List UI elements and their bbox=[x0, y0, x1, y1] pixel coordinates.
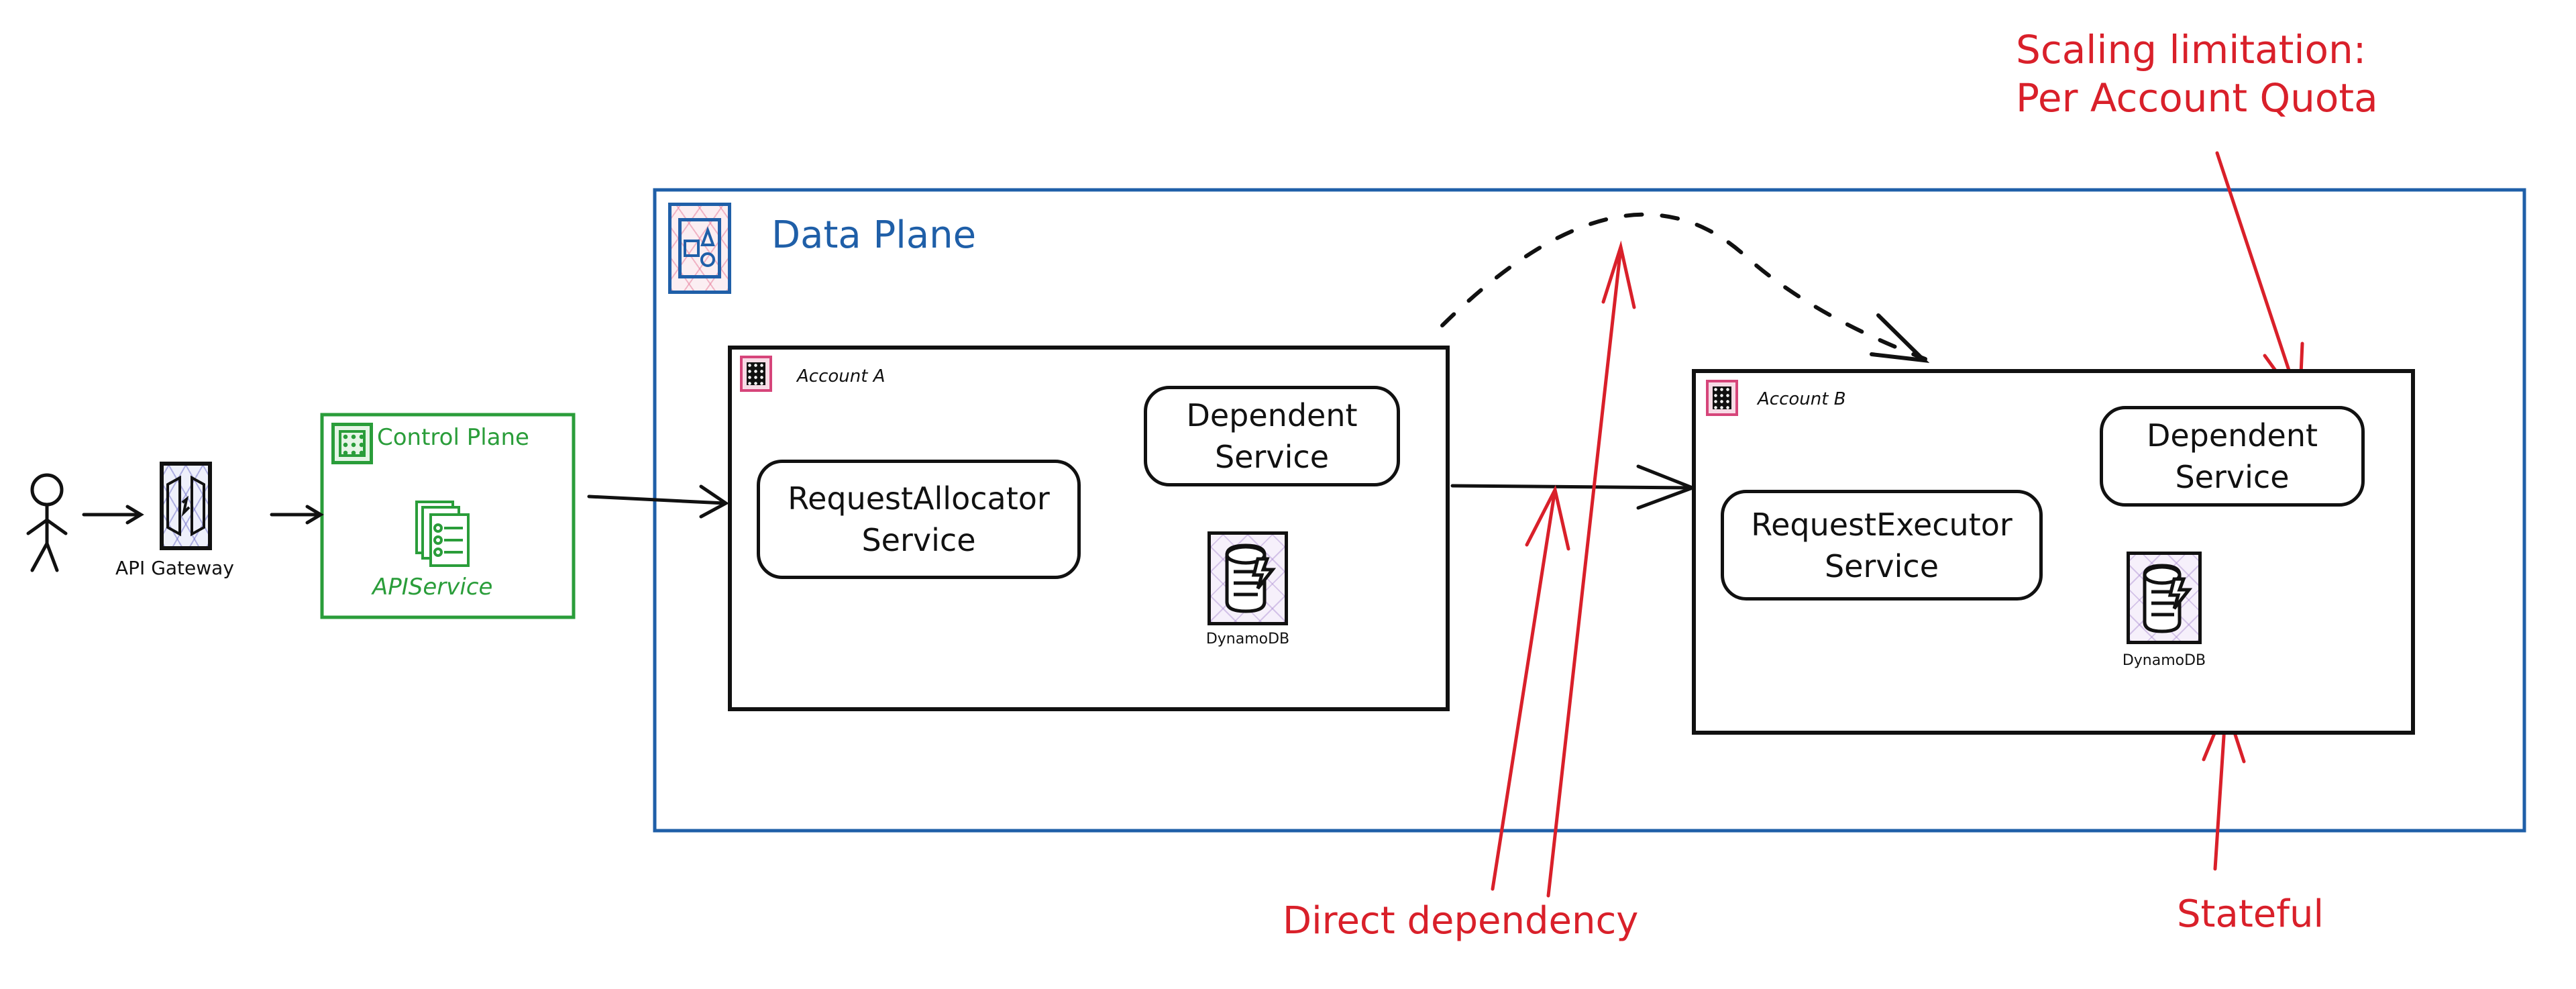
account-a-title: Account A bbox=[797, 366, 885, 386]
dashed-arrow-account-a-to-account-b bbox=[1440, 212, 1930, 363]
request-allocator-service-line1: RequestAllocator bbox=[788, 480, 1050, 517]
api-service-label: APIService bbox=[372, 574, 493, 601]
api-service-icon bbox=[415, 501, 470, 567]
request-executor-service-line1: RequestExecutor bbox=[1751, 506, 2012, 543]
annotation-scaling-limitation: Scaling limitation: Per Account Quota bbox=[2016, 25, 2378, 122]
data-plane-title: Data Plane bbox=[771, 213, 977, 257]
arrow-user-to-gateway bbox=[82, 505, 144, 525]
data-plane-icon bbox=[668, 203, 731, 294]
account-b-icon bbox=[1706, 380, 1738, 416]
dynamodb-icon bbox=[2143, 564, 2193, 633]
annotation-stateful: Stateful bbox=[2177, 892, 2324, 936]
account-b-title: Account B bbox=[1758, 389, 1846, 409]
request-executor-service[interactable]: RequestExecutor Service bbox=[1721, 490, 2043, 601]
dependent-service-a[interactable]: Dependent Service bbox=[1144, 386, 1400, 486]
dynamodb-b-label: DynamoDB bbox=[2122, 652, 2206, 669]
control-plane-frame bbox=[320, 413, 576, 619]
annotation-arrow-direct-dependency-1 bbox=[1491, 484, 1570, 891]
request-executor-service-line2: Service bbox=[1824, 548, 1939, 584]
request-allocator-service-line2: Service bbox=[861, 522, 976, 558]
request-allocator-service[interactable]: RequestAllocator Service bbox=[757, 460, 1081, 579]
control-plane-icon bbox=[331, 423, 373, 464]
dependent-service-a-line1: Dependent bbox=[1186, 397, 1358, 433]
annotation-arrow-direct-dependency-2 bbox=[1546, 240, 1636, 898]
control-plane-title: Control Plane bbox=[377, 424, 529, 451]
data-plane-frame bbox=[653, 188, 2526, 833]
dynamodb-icon bbox=[1225, 543, 1277, 613]
arrow-account-a-to-account-b bbox=[1450, 464, 1697, 510]
dynamodb-a[interactable] bbox=[1208, 531, 1288, 625]
dependent-service-b-line2: Service bbox=[2175, 459, 2290, 495]
dynamodb-b[interactable] bbox=[2127, 552, 2202, 644]
dynamodb-a-label: DynamoDB bbox=[1205, 631, 1290, 647]
dependent-service-b[interactable]: Dependent Service bbox=[2100, 406, 2365, 507]
user-actor-icon bbox=[26, 473, 68, 572]
api-gateway-icon bbox=[160, 462, 212, 550]
arrow-gateway-to-control-plane bbox=[270, 505, 324, 525]
annotation-direct-dependency: Direct dependency bbox=[1283, 899, 1639, 943]
annotation-scaling-line2: Per Account Quota bbox=[2016, 75, 2378, 121]
api-gateway-label: API Gateway bbox=[115, 557, 234, 579]
dependent-service-a-line2: Service bbox=[1214, 439, 1329, 475]
arrow-control-plane-to-account-a bbox=[587, 484, 729, 519]
account-a-icon bbox=[740, 356, 772, 392]
dependent-service-b-line1: Dependent bbox=[2146, 417, 2318, 454]
annotation-scaling-line1: Scaling limitation: bbox=[2016, 27, 2367, 72]
